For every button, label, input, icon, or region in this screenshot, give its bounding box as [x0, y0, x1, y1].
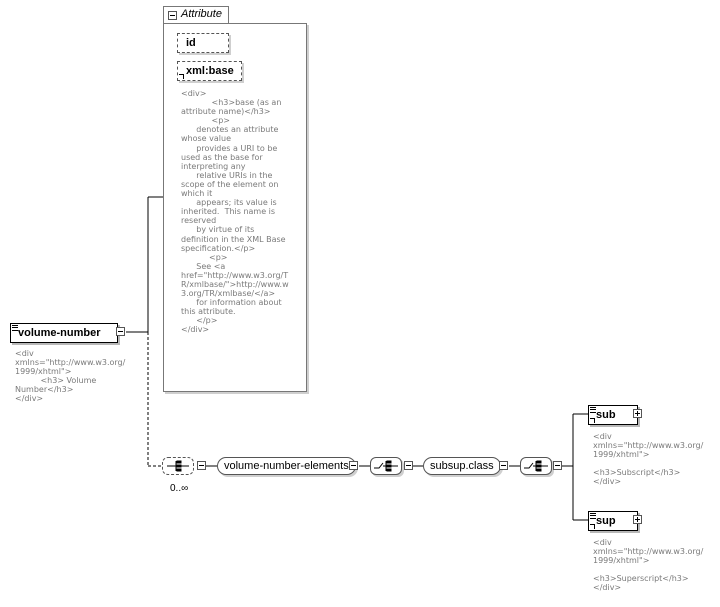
- root-element-name: volume-number: [18, 327, 101, 339]
- child-element-sub[interactable]: sub: [588, 405, 638, 425]
- collapse-icon[interactable]: [116, 327, 125, 336]
- collapse-icon[interactable]: [168, 11, 177, 20]
- sequence-icon: [167, 460, 189, 472]
- choice-compositor[interactable]: [520, 457, 552, 475]
- reference-arrow-icon: [590, 524, 595, 529]
- sequence-icon: [374, 460, 398, 472]
- element-icon: [590, 513, 596, 519]
- child-documentation: <div xmlns="http://www.w3.org/ 1999/xhtm…: [593, 432, 704, 487]
- child-element-name: sup: [596, 515, 616, 527]
- reference-arrow-icon: [590, 418, 595, 423]
- element-icon: [12, 325, 18, 331]
- collapse-icon[interactable]: [404, 461, 413, 470]
- attribute-name: id: [186, 37, 196, 49]
- expand-icon[interactable]: [633, 515, 642, 524]
- attribute-group-header: Attribute: [163, 6, 229, 23]
- sequence-compositor[interactable]: [162, 457, 194, 475]
- element-icon: [590, 407, 596, 413]
- collapse-icon[interactable]: [197, 461, 206, 470]
- sequence-compositor[interactable]: [370, 457, 402, 475]
- child-element-sup[interactable]: sup: [588, 511, 638, 531]
- group-reference[interactable]: volume-number-elements: [217, 457, 356, 475]
- collapse-icon[interactable]: [499, 461, 508, 470]
- root-documentation: <div xmlns="http://www.w3.org/ 1999/xhtm…: [15, 349, 126, 404]
- choice-icon: [524, 460, 548, 472]
- child-documentation: <div xmlns="http://www.w3.org/ 1999/xhtm…: [593, 538, 704, 593]
- collapse-icon[interactable]: [349, 461, 358, 470]
- reference-arrow-icon: [179, 74, 184, 79]
- group-reference-label: volume-number-elements: [224, 460, 349, 472]
- expand-icon[interactable]: [633, 409, 642, 418]
- root-element[interactable]: volume-number: [10, 323, 118, 343]
- attribute-group-box: [163, 23, 307, 392]
- attribute-xml-base[interactable]: xml:base: [177, 61, 242, 81]
- class-reference-label: subsup.class: [430, 460, 494, 472]
- occurrence-label: 0..∞: [170, 483, 189, 494]
- attribute-documentation: <div> <h3>base (as an attribute name)</h…: [181, 89, 289, 335]
- attribute-id[interactable]: id: [177, 33, 229, 53]
- child-element-name: sub: [596, 409, 616, 421]
- collapse-icon[interactable]: [553, 461, 562, 470]
- attribute-group-title: Attribute: [181, 8, 222, 20]
- class-reference[interactable]: subsup.class: [423, 457, 501, 475]
- attribute-name: xml:base: [186, 65, 234, 77]
